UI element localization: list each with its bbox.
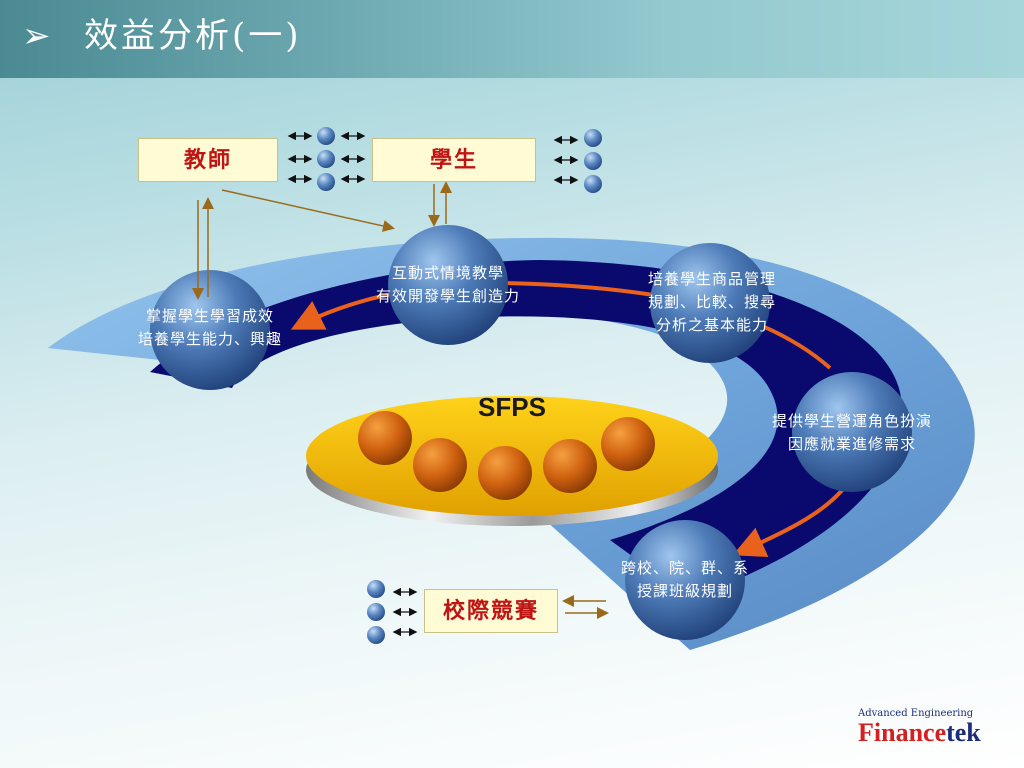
sphere-cluster-3 <box>367 580 418 644</box>
node-label-3-line1: 培養學生商品管理 <box>647 270 776 288</box>
node-sphere-5 <box>625 520 745 640</box>
node-label-3: 培養學生商品管理 規劃、比較、搜尋 分析之基本能力 <box>612 268 812 337</box>
title-bar: ➢ 效益分析(一) <box>0 0 1024 78</box>
sfps-label: SFPS <box>478 392 546 422</box>
link-arrow <box>221 189 395 232</box>
node-sphere-2 <box>388 225 508 345</box>
node-label-1-line2: 培養學生能力、興趣 <box>137 330 282 348</box>
node-label-1-line1: 掌握學生學習成效 <box>145 307 274 325</box>
node-sphere-1 <box>150 270 270 390</box>
logo-subtitle: Advanced Engineering <box>858 708 974 719</box>
title-bullet-arrow-icon: ➢ <box>22 16 51 56</box>
node-label-5-line1: 跨校、院、群、系 <box>620 559 749 577</box>
node-label-2-line1: 互動式情境教學 <box>391 264 504 282</box>
node-label-3-line3: 分析之基本能力 <box>655 316 768 334</box>
sphere-cluster-1 <box>287 127 366 191</box>
orb <box>543 439 597 493</box>
logo-name-part1: Finance <box>858 718 947 747</box>
orb <box>358 411 412 465</box>
logo-name: Financetek <box>858 718 981 748</box>
financetek-logo: Advanced Engineering Financetek <box>858 708 1018 758</box>
flow-arrow <box>499 281 661 298</box>
teacher-box: 教師 <box>138 138 278 182</box>
competition-box: 校際競賽 <box>424 589 558 633</box>
node-label-1: 掌握學生學習成效 培養學生能力、興趣 <box>110 305 310 351</box>
node-label-5: 跨校、院、群、系 授課班級規劃 <box>585 557 785 603</box>
sphere-cluster-2 <box>553 129 602 193</box>
student-box: 學生 <box>372 138 536 182</box>
orb <box>601 417 655 471</box>
node-label-4-line1: 提供學生營運角色扮演 <box>771 412 932 430</box>
orb <box>413 438 467 492</box>
node-label-2-line2: 有效開發學生創造力 <box>375 287 520 305</box>
node-sphere-3 <box>650 243 770 363</box>
node-sphere-4 <box>792 372 912 492</box>
flow-arrow <box>759 323 832 370</box>
node-label-3-line2: 規劃、比較、搜尋 <box>647 293 776 311</box>
node-label-4: 提供學生營運角色扮演 因應就業進修需求 <box>742 410 962 456</box>
slide-title: 效益分析(一) <box>84 16 302 56</box>
orb <box>478 446 532 500</box>
node-label-5-line2: 授課班級規劃 <box>636 582 733 600</box>
node-label-4-line2: 因應就業進修需求 <box>787 435 916 453</box>
logo-name-part2: tek <box>946 718 981 747</box>
node-label-2: 互動式情境教學 有效開發學生創造力 <box>348 262 548 308</box>
